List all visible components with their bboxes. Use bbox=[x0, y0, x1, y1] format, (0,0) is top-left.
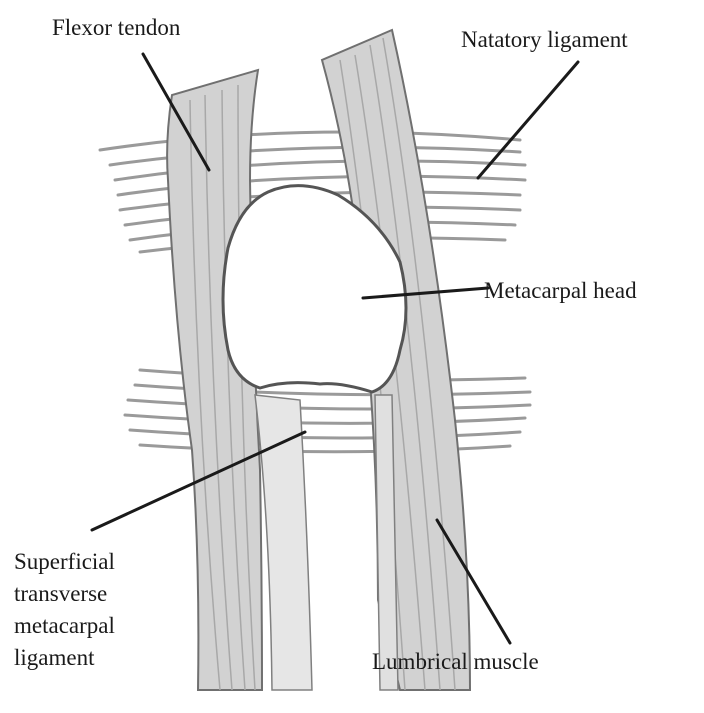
label-line: transverse bbox=[14, 578, 115, 610]
label-line: Superficial bbox=[14, 546, 115, 578]
label-flexor-tendon: Flexor tendon bbox=[52, 14, 180, 41]
label-superficial-transverse-metacarpal-ligament: Superficial transverse metacarpal ligame… bbox=[14, 546, 115, 674]
leader-natatory-ligament bbox=[478, 62, 578, 178]
label-line: metacarpal bbox=[14, 610, 115, 642]
label-line: ligament bbox=[14, 642, 115, 674]
label-natatory-ligament: Natatory ligament bbox=[461, 26, 628, 53]
label-metacarpal-head: Metacarpal head bbox=[484, 277, 637, 304]
label-lumbrical-muscle: Lumbrical muscle bbox=[372, 648, 539, 675]
